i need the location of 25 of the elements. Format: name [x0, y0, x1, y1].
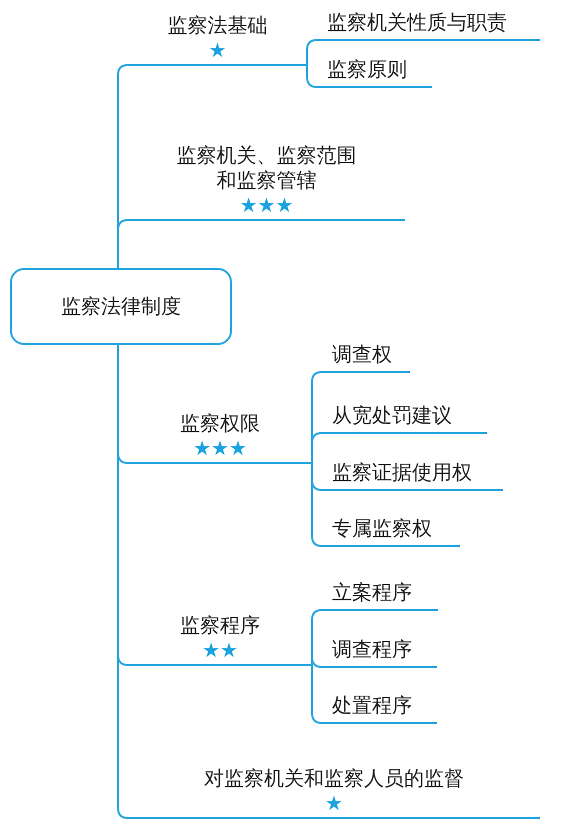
connector-line [117, 219, 128, 268]
branch-underline [128, 410, 312, 464]
topic-label: 从宽处罚建议 [332, 403, 452, 428]
topic-label: 专属监察权 [332, 516, 432, 541]
topic-label: 对监察机关和监察人员的监督 [204, 766, 464, 791]
topic-label: 监察程序 [180, 613, 260, 638]
topic-label: 监察原则 [327, 57, 407, 82]
star-rating: ★★ [202, 638, 238, 662]
topic-label: 调查程序 [332, 637, 412, 662]
star-rating: ★ [208, 38, 226, 62]
topic-label: 处置程序 [332, 693, 412, 718]
topic-label: 监察法基础 [168, 13, 268, 38]
connector-line [311, 432, 322, 464]
topic-label: 监察法律制度 [61, 294, 181, 319]
topic-label: 监察权限 [180, 411, 260, 436]
topic-label: 监察证据使用权 [332, 460, 472, 485]
topic-label: 调查权 [332, 342, 392, 367]
star-rating: ★ [325, 791, 343, 815]
topic-label: 监察机关、监察范围和监察管辖 [176, 143, 358, 193]
root-box [10, 268, 232, 345]
topic-label: 立案程序 [332, 580, 412, 605]
star-rating: ★★★ [240, 193, 294, 217]
star-rating: ★★★ [193, 436, 247, 460]
connector-line [311, 656, 322, 668]
topic-label: 监察机关性质与职责 [327, 10, 507, 35]
